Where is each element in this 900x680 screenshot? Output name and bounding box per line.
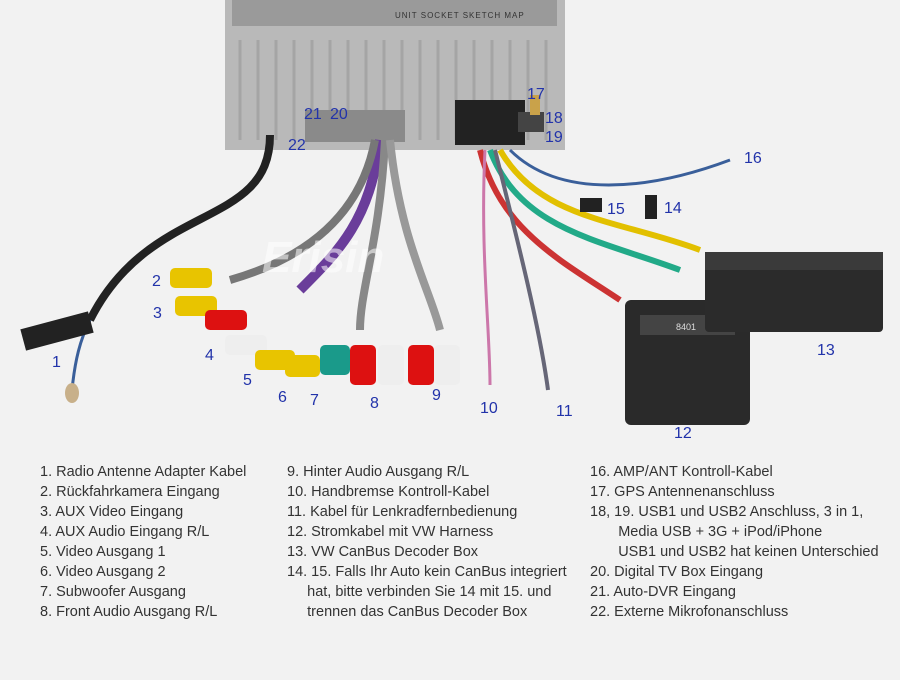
legend-item: 3. AUX Video Eingang xyxy=(40,504,184,520)
legend-item: 9. Hinter Audio Ausgang R/L xyxy=(287,464,470,480)
legend-item: 17. GPS Antennenanschluss xyxy=(590,484,775,500)
legend-item: 10. Handbremse Kontroll-Kabel xyxy=(287,484,490,500)
legend-item: 12. Stromkabel mit VW Harness xyxy=(287,524,494,540)
callout-3: 3 xyxy=(153,305,162,322)
callout-8: 8 xyxy=(370,395,379,412)
legend-column-1: 1. Radio Antenne Adapter Kabel 2. Rückfa… xyxy=(40,462,246,622)
legend-item: 2. Rückfahrkamera Eingang xyxy=(40,484,220,500)
legend-item: 7. Subwoofer Ausgang xyxy=(40,584,186,600)
callout-6: 6 xyxy=(278,389,287,406)
legend-item: 8. Front Audio Ausgang R/L xyxy=(40,604,218,620)
legend-item: 11. Kabel für Lenkradfernbedienung xyxy=(287,504,518,520)
canbus-decoder-box xyxy=(705,252,883,332)
legend-column-3: 16. AMP/ANT Kontroll-Kabel 17. GPS Anten… xyxy=(590,462,879,622)
callout-18: 18 xyxy=(545,110,563,127)
rca-plugs xyxy=(170,268,460,385)
callout-15: 15 xyxy=(607,201,625,218)
legend-item: hat, bitte verbinden Sie 14 mit 15. und xyxy=(287,584,552,600)
radio-antenna-cable xyxy=(20,134,274,403)
legend-item: 14. 15. Falls Ihr Auto kein CanBus integ… xyxy=(287,564,567,580)
callout-16: 16 xyxy=(744,150,762,167)
head-unit: UNIT SOCKET SKETCH MAP xyxy=(225,0,565,150)
rca-cable-bundle xyxy=(228,139,444,331)
callout-20: 20 xyxy=(330,106,348,123)
callout-10: 10 xyxy=(480,400,498,417)
callout-13: 13 xyxy=(817,342,835,359)
legend-item: 5. Video Ausgang 1 xyxy=(40,544,166,560)
legend-item: 1. Radio Antenne Adapter Kabel xyxy=(40,464,247,480)
callout-17: 17 xyxy=(527,86,545,103)
callout-19: 19 xyxy=(545,129,563,146)
legend-item: 6. Video Ausgang 2 xyxy=(40,564,166,580)
legend-item: 18, 19. USB1 und USB2 Anschluss, 3 in 1, xyxy=(590,504,864,520)
legend-item: 16. AMP/ANT Kontroll-Kabel xyxy=(590,464,773,480)
callout-4: 4 xyxy=(205,347,214,364)
gps-connector xyxy=(530,95,540,115)
legend-item: USB1 und USB2 hat keinen Unterschied xyxy=(590,544,879,560)
legend-column-2: 9. Hinter Audio Ausgang R/L 10. Handbrem… xyxy=(287,462,567,622)
callout-7: 7 xyxy=(310,392,319,409)
legend-item: 22. Externe Mikrofonanschluss xyxy=(590,604,789,620)
decoder-chip-label: 8401 xyxy=(676,322,696,332)
wiring-diagram: UNIT SOCKET SKETCH MAP xyxy=(20,0,883,442)
callout-21: 21 xyxy=(304,106,322,123)
legend-item: trennen das CanBus Decoder Box xyxy=(287,604,528,620)
callout-22: 22 xyxy=(288,137,306,154)
legend-item: 4. AUX Audio Eingang R/L xyxy=(40,524,210,540)
callout-12: 12 xyxy=(674,425,692,442)
callout-2: 2 xyxy=(152,273,161,290)
watermark: Erisin xyxy=(262,233,384,282)
callout-11: 11 xyxy=(556,403,573,420)
callout-9: 9 xyxy=(432,387,441,404)
callout-5: 5 xyxy=(243,372,252,389)
callout-1: 1 xyxy=(52,354,61,371)
unit-socket-label: UNIT SOCKET SKETCH MAP xyxy=(395,11,525,20)
legend-item: 13. VW CanBus Decoder Box xyxy=(287,544,479,560)
legend-item: Media USB + 3G + iPod/iPhone xyxy=(590,524,823,540)
callout-14: 14 xyxy=(664,200,682,217)
power-harness xyxy=(477,148,731,391)
legend-item: 20. Digital TV Box Eingang xyxy=(590,564,764,580)
legend-item: 21. Auto-DVR Eingang xyxy=(590,584,736,600)
